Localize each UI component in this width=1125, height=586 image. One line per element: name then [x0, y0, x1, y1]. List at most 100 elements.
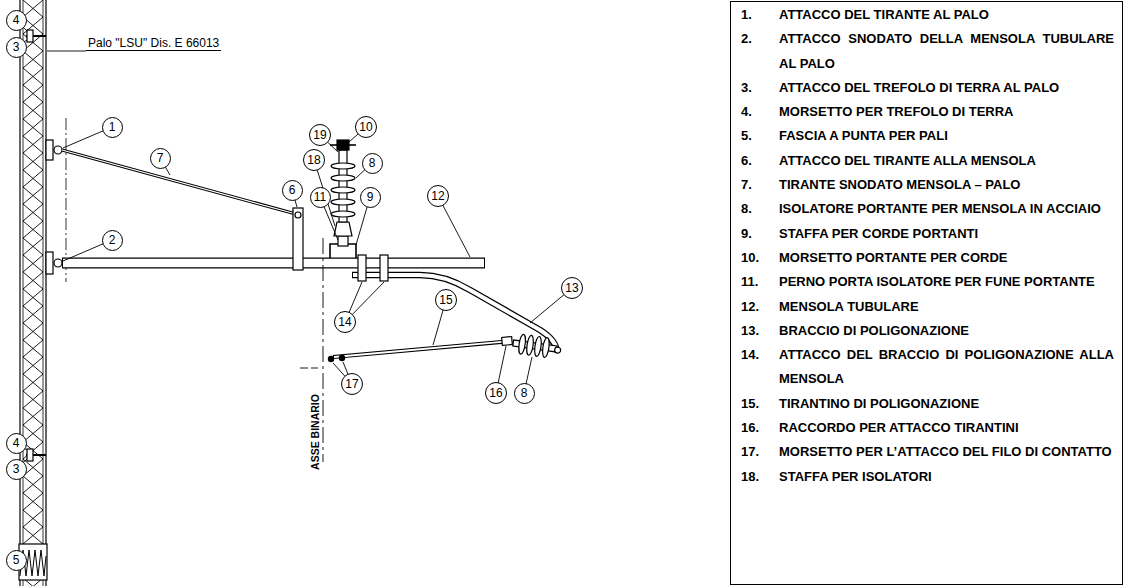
callout-number: 16 — [485, 382, 507, 404]
parts-list-row: 15.TIRANTINO DI POLIGONAZIONE — [741, 392, 1114, 416]
axis-line — [323, 238, 324, 462]
tie-attachment — [293, 208, 303, 270]
tie-rod-outline — [62, 150, 296, 214]
pole-rail — [23, 0, 24, 586]
pole-lattice — [20, 0, 46, 586]
item-name: MENSOLA TUBULARE — [779, 295, 1114, 319]
item-number: 14. — [741, 343, 779, 392]
steady-arm-outline — [333, 341, 512, 357]
item-name: ATTACCO DEL TREFOLO DI TERRA AL PALO — [779, 76, 1114, 100]
insulator-shed — [331, 163, 355, 169]
support-insulator — [330, 140, 356, 258]
arm-clamps — [358, 255, 388, 281]
item-name: ATTACCO DEL TIRANTE ALLA MENSOLA — [779, 149, 1114, 173]
callout-text: 13 — [565, 282, 578, 294]
leader-line — [47, 51, 86, 52]
item-number: 9. — [741, 222, 779, 246]
callout-number: 3 — [6, 37, 27, 58]
reference-line — [66, 118, 67, 282]
item-number: 12. — [741, 295, 779, 319]
arm-clamp — [358, 255, 366, 281]
callout-text: 19 — [313, 129, 326, 141]
clamp-body — [27, 449, 33, 461]
leader-lines — [16, 20, 572, 560]
parts-list-row: 1.ATTACCO DEL TIRANTE AL PALO — [741, 3, 1114, 27]
callout-number: 4 — [6, 433, 27, 454]
steady-arm — [328, 337, 513, 363]
callout-number: 19 — [309, 124, 331, 146]
callout-number: 5 — [6, 550, 27, 571]
callout-text: 12 — [431, 190, 444, 202]
callout-number: 7 — [150, 148, 171, 169]
item-name: ISOLATORE PORTANTE PER MENSOLA IN ACCIAI… — [779, 197, 1114, 221]
arm-inner — [353, 275, 557, 351]
item-number: 6. — [741, 149, 779, 173]
contact-clamp — [328, 356, 334, 362]
attachment-eye — [54, 146, 62, 154]
callout-text: 15 — [439, 294, 452, 306]
callout-number: 2 — [102, 230, 123, 251]
pole-rail — [45, 0, 46, 586]
parts-list-row: 16.RACCORDO PER ATTACCO TIRANTINI — [741, 416, 1114, 440]
steady-arm-inner — [334, 341, 511, 357]
item-name: FASCIA A PUNTA PER PALI — [779, 124, 1114, 148]
insulator-shed — [542, 337, 551, 358]
cord — [330, 144, 356, 146]
item-number: 2. — [741, 27, 779, 76]
tie-rod — [62, 150, 296, 214]
parts-list-row: 6.ATTACCO DEL TIRANTE ALLA MENSOLA — [741, 149, 1114, 173]
item-name: MORSETTO PORTANTE PER CORDE — [779, 246, 1114, 270]
callout-number: 18 — [303, 149, 325, 171]
callout-text: 7 — [157, 152, 164, 164]
insulator-shed — [518, 334, 527, 355]
callout-text: 4 — [13, 437, 20, 449]
pole-rail — [19, 0, 20, 586]
tube-outline — [62, 258, 485, 269]
insulator-plate — [334, 222, 352, 236]
tie-clamp — [293, 208, 303, 270]
contact-clamp — [339, 355, 345, 361]
parts-list-row: 8.ISOLATORE PORTANTE PER MENSOLA IN ACCI… — [741, 197, 1114, 221]
item-name: ATTACCO DEL TIRANTE AL PALO — [779, 3, 1114, 27]
item-number: 15. — [741, 392, 779, 416]
item-number: 4. — [741, 100, 779, 124]
item-number: 5. — [741, 124, 779, 148]
insulator-shed — [331, 175, 355, 181]
callout-number: 15 — [435, 289, 457, 311]
tube-inner — [63, 259, 484, 268]
parts-list-row: 12.MENSOLA TUBULARE — [741, 295, 1114, 319]
parts-list-row: 13.BRACCIO DI POLIGONAZIONE — [741, 319, 1114, 343]
item-number: 8. — [741, 197, 779, 221]
callout-text: 14 — [338, 316, 351, 328]
parts-list-box: 1.ATTACCO DEL TIRANTE AL PALO2.ATTACCO S… — [730, 1, 1123, 585]
callout-number: 17 — [341, 373, 363, 395]
item-number: 16. — [741, 416, 779, 440]
parts-list-row: 3.ATTACCO DEL TREFOLO DI TERRA AL PALO — [741, 76, 1114, 100]
callout-number: 13 — [561, 277, 583, 299]
item-number: 3. — [741, 76, 779, 100]
callout-text: 4 — [13, 14, 20, 26]
cantilever-tube — [62, 263, 485, 264]
callout-text: 5 — [13, 554, 20, 566]
callout-text: 3 — [13, 463, 20, 475]
callout-text: 10 — [359, 121, 372, 133]
item-name: ATTACCO DEL BRACCIO DI POLIGONAZIONE ALL… — [779, 343, 1114, 392]
arm-outline — [352, 275, 557, 352]
callout-number: 4 — [6, 10, 27, 31]
insulator-shed — [534, 336, 543, 357]
callout-text: 8 — [369, 157, 376, 169]
callout-text: 6 — [289, 184, 296, 196]
parts-list-row: 17.MORSETTO PER L’ATTACCO DEL FILO DI CO… — [741, 440, 1114, 464]
parts-list-row: 10.MORSETTO PORTANTE PER CORDE — [741, 246, 1114, 270]
polygonation-arm — [352, 275, 557, 352]
callout-number: 12 — [427, 185, 449, 207]
insulator-pin — [338, 236, 348, 246]
callout-number: 14 — [334, 311, 356, 333]
item-name: MORSETTO PER TREFOLO DI TERRA — [779, 100, 1114, 124]
callout-number: 9 — [360, 187, 381, 208]
insulator-shed — [331, 199, 355, 205]
tie-rod-inner — [62, 150, 296, 214]
callout-number: 6 — [282, 180, 303, 201]
parts-list-row: 18.STAFFA PER ISOLATORI — [741, 465, 1114, 489]
insulator-shed — [526, 335, 535, 356]
